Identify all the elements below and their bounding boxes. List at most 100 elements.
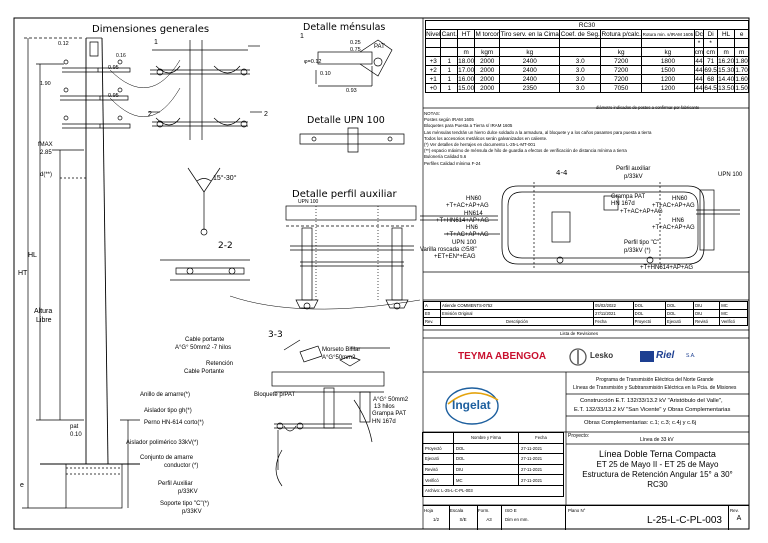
footer-hoja: Hoja 1/2 xyxy=(423,506,450,530)
footer-rev: Rev. A xyxy=(730,508,742,522)
hn60a-label: HN60 xyxy=(466,196,482,202)
note-line: Bloquetes para Puesta a Tierra s/ IRAM 1… xyxy=(424,123,513,129)
dim-075: 0.75 xyxy=(350,47,361,53)
project-title-2: ET 25 de Mayo II - ET 25 de Mayo xyxy=(596,460,719,469)
perfil-aux-44-label: Perfil auxiliar xyxy=(616,166,651,172)
note-line: Postes según IRAM 1605 xyxy=(424,117,474,123)
mensula-mark-2-left: 2 xyxy=(148,111,152,118)
upn100-label: UPN 100 xyxy=(298,199,319,205)
footer-formato: Form. A3 xyxy=(477,506,502,530)
dim-095a: 0.95 xyxy=(108,65,119,71)
note-line: (*) Ver detalles de herrajes en document… xyxy=(424,142,536,148)
pat-value: 0.10 xyxy=(70,432,82,438)
grampa-44-label: Grampa PAT xyxy=(611,194,646,200)
hn60b-spec: +T+AC+AP+AG xyxy=(652,203,695,209)
ht-label: HT xyxy=(18,270,28,277)
rc30-header-row: Nivel Cant. HT M torcor Tiro serv. en la… xyxy=(424,29,749,39)
hn60a-spec: +T+AC+AP+AG xyxy=(446,203,489,209)
table-row: A Atiende COMMENTS-0752 05/02/2022 DOL D… xyxy=(423,301,748,310)
project-label: Proyecto: xyxy=(568,433,590,439)
note-line: Las ménsulas tendrán un hierro dulce sol… xyxy=(424,129,652,135)
construction-line-3: Obras Complementarias: c.1; c.3; c.4j y … xyxy=(584,420,697,426)
revisions-header-row: Rev. Descripción Fecha Proyectó Ejecutó … xyxy=(423,317,748,326)
section-2-2: 2-2 xyxy=(218,241,233,251)
cable-portante-2: Cable Portante xyxy=(184,369,225,375)
project-title-4: RC30 xyxy=(647,480,668,489)
mensula-mark-1-left: 1 xyxy=(154,39,158,46)
conjunto-label-2: conductor (*) xyxy=(164,463,199,469)
table-row: Archivo: L-25-L-C-PL-003 xyxy=(422,484,564,497)
dim-016: 0.16 xyxy=(116,53,126,59)
libre-label: Libre xyxy=(36,317,52,324)
section-3-3: 3-3 xyxy=(268,330,283,340)
footer-plano: Plano N° L-25-L-C-PL-003 xyxy=(566,506,729,530)
hn6b-spec: +T+AC+AP+AG xyxy=(652,225,695,231)
program-line-1: Programa de Transmisión Eléctrica del No… xyxy=(596,377,714,383)
hilos-label: 13 hilos xyxy=(374,404,395,410)
note-line: Bulonería Calidad 5.6 xyxy=(424,154,467,160)
altura-label: Altura xyxy=(34,308,53,315)
teyma-logo: TEYMA ABENGOA xyxy=(458,351,547,362)
e-label: e xyxy=(20,482,24,489)
tac-label: +T+AC+AP+AG xyxy=(620,209,663,215)
hn6-spec: +T+AC+AP+AG xyxy=(446,232,489,238)
signatures-header-row: Nombre y Firma Fecha xyxy=(422,432,564,444)
title-detalle-mensulas: Detalle ménsulas xyxy=(303,22,386,33)
hn6b-label: HN6 xyxy=(672,218,685,224)
plano-number: L-25-L-C-PL-003 xyxy=(646,515,722,526)
footer-iso: ISO E Dim en mm. xyxy=(501,506,566,530)
project-title-1: Línea Doble Terna Compacta xyxy=(599,449,716,459)
dim-025: 0.25 xyxy=(350,40,361,46)
hn614-label: HN614 xyxy=(464,211,483,217)
dim-012: 0.12 xyxy=(58,41,69,47)
fmax-label: fMAX xyxy=(38,142,53,148)
perfil-aux-44-spec: p/33kV xyxy=(624,174,643,180)
note-line: Perfiles Calidad mínima F-24 xyxy=(424,160,481,166)
project-value: Línea de 33 kV xyxy=(640,437,674,443)
hn167-label: HN 167d xyxy=(372,419,396,425)
angle-label: 15°-30° xyxy=(213,175,237,182)
perno-label: Perno HN-614 corto(*) xyxy=(144,420,204,426)
hn60b-label: HN60 xyxy=(672,196,688,202)
rc30-table: RC30 Nivel Cant. HT M torcor Tiro serv. … xyxy=(424,20,749,93)
section-4-4: 4-4 xyxy=(556,169,568,177)
note-line: (**) espacio máximo de ménsula de hilo d… xyxy=(424,148,627,154)
pat-mensula: PAT xyxy=(374,44,385,50)
title-detalle-perfil: Detalle perfil auxiliar xyxy=(292,189,397,200)
d-label: d(**) xyxy=(40,172,53,178)
footer-escala: Escala S/E xyxy=(449,506,478,530)
note-line: NOTAS: xyxy=(424,111,441,116)
retencion-label: Retención xyxy=(206,361,234,367)
anillo-label: Anillo de amarre(*) xyxy=(140,392,191,398)
title-dimensiones: Dimensiones generales xyxy=(92,24,210,35)
footer-bar: Hoja 1/2 Escala S/E Form. A3 ISO E Dim e… xyxy=(423,505,749,530)
hl-label: HL xyxy=(28,252,37,259)
bloquete-label: Bloquete p/PAT xyxy=(254,392,296,398)
varilla-label: Varilla roscada ∅5/8" xyxy=(420,247,477,253)
ag-spec: A°G° 50mm2 xyxy=(373,397,409,403)
hn167-44-label: HN 167d xyxy=(611,201,635,207)
soporte-spec: p/33KV xyxy=(182,509,202,515)
phi-label: φ=0.12 xyxy=(304,59,322,65)
grampa-label: Grampa PAT xyxy=(372,411,407,417)
hn614-spec: +T+HN614+AP+AG xyxy=(436,218,490,224)
dim-190: 1.90 xyxy=(40,81,51,87)
perfil-aux-label: Perfil Auxiliar xyxy=(158,481,193,487)
upn100-44-label: UPN 100 xyxy=(718,172,743,178)
rc30-title: RC30 xyxy=(425,20,749,30)
note-line: Todos los accesorios metálicos serán gal… xyxy=(424,135,548,141)
ingelat-logo: Ingelat xyxy=(452,398,491,412)
revisions-caption: Lista de Revisiones xyxy=(560,331,599,336)
hn614-b-label: +T+HN614+AP+AG xyxy=(640,265,694,271)
project-title-3: Estructura de Retención Angular 15° a 30… xyxy=(582,470,733,479)
